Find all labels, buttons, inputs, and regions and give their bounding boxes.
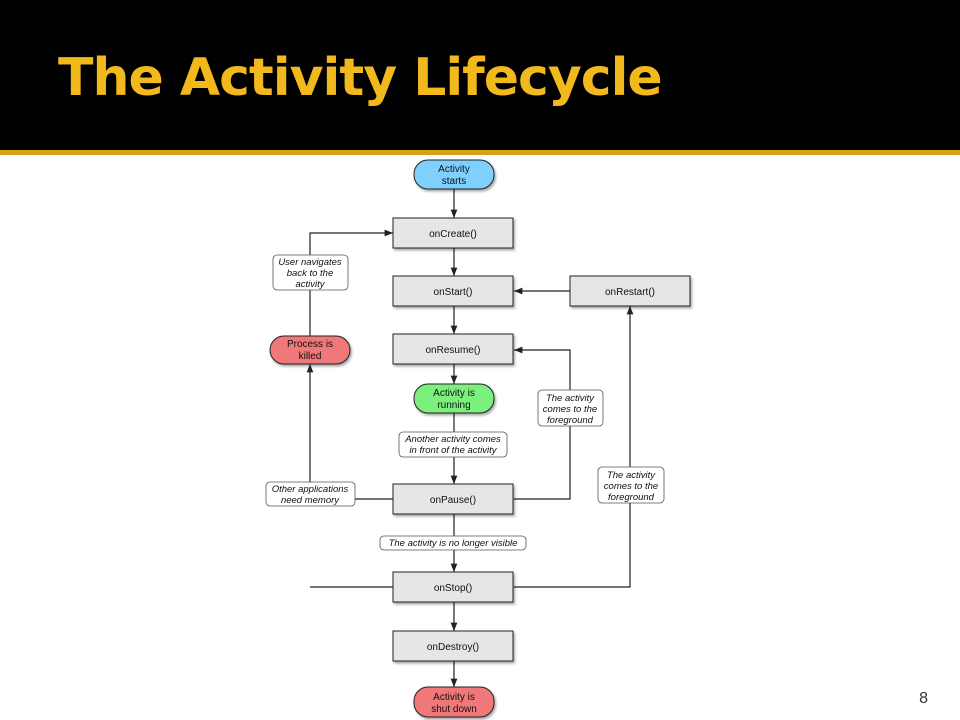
label-comes-to-foreground-1: The activity comes to the foreground [537, 389, 604, 427]
node-activity-starts: Activity starts [413, 159, 495, 190]
activity-starts-line2: starts [442, 176, 466, 187]
activity-running-line2: running [437, 400, 470, 411]
node-onpause: onPause() [392, 483, 514, 515]
ondestroy-label: onDestroy() [427, 642, 479, 653]
node-onstart: onStart() [392, 275, 514, 307]
foreground-2-line2: comes to the [604, 481, 658, 492]
node-activity-shut-down: Activity is shut down [413, 686, 495, 718]
label-user-navigates-back: User navigates back to the activity [272, 254, 349, 291]
activity-shut-down-line1: Activity is [433, 692, 475, 703]
user-navigates-line3: activity [295, 279, 325, 290]
onrestart-label: onRestart() [605, 287, 655, 298]
slide-page-number: 8 [919, 690, 928, 707]
other-apps-line2: need memory [281, 495, 340, 506]
foreground-1-line3: foreground [547, 415, 594, 426]
another-activity-line2: in front of the activity [409, 445, 497, 456]
node-oncreate: onCreate() [392, 217, 514, 249]
label-another-activity-front: Another activity comes in front of the a… [398, 431, 508, 458]
activity-starts-line1: Activity [438, 164, 470, 175]
arrow-onstop-to-onrestart [514, 306, 634, 588]
node-activity-running: Activity is running [413, 383, 495, 414]
title-divider [0, 150, 960, 155]
onstart-label: onStart() [434, 287, 473, 298]
arrow-onpause-to-killed [306, 364, 393, 500]
onresume-label: onResume() [425, 345, 480, 356]
foreground-1-line2: comes to the [543, 404, 597, 415]
node-onstop: onStop() [392, 571, 514, 603]
label-other-apps-need-memory: Other applications need memory [265, 481, 356, 507]
slide-title: The Activity Lifecycle [58, 48, 663, 108]
onstop-label: onStop() [434, 583, 472, 594]
user-navigates-line2: back to the [287, 268, 333, 279]
no-longer-visible-text: The activity is no longer visible [389, 538, 518, 549]
label-comes-to-foreground-2: The activity comes to the foreground [597, 466, 665, 504]
process-killed-line1: Process is [287, 339, 333, 350]
user-navigates-line1: User navigates [278, 257, 342, 268]
node-onresume: onResume() [392, 333, 514, 365]
foreground-1-line1: The activity [546, 393, 595, 404]
oncreate-label: onCreate() [429, 229, 477, 240]
foreground-2-line1: The activity [607, 470, 656, 481]
node-ondestroy: onDestroy() [392, 630, 514, 662]
onpause-label: onPause() [430, 495, 476, 506]
other-apps-line1: Other applications [272, 484, 349, 495]
activity-shut-down-line2: shut down [431, 704, 477, 715]
another-activity-line1: Another activity comes [404, 434, 501, 445]
arrow-killed-to-oncreate [309, 229, 393, 336]
activity-running-line1: Activity is [433, 388, 475, 399]
connectors [306, 189, 634, 687]
foreground-2-line3: foreground [608, 492, 655, 503]
node-process-killed: Process is killed [269, 335, 351, 365]
process-killed-line2: killed [299, 351, 322, 362]
label-no-longer-visible: The activity is no longer visible [379, 535, 527, 551]
title-bar: The Activity Lifecycle [0, 0, 960, 150]
node-onrestart: onRestart() [569, 275, 691, 307]
